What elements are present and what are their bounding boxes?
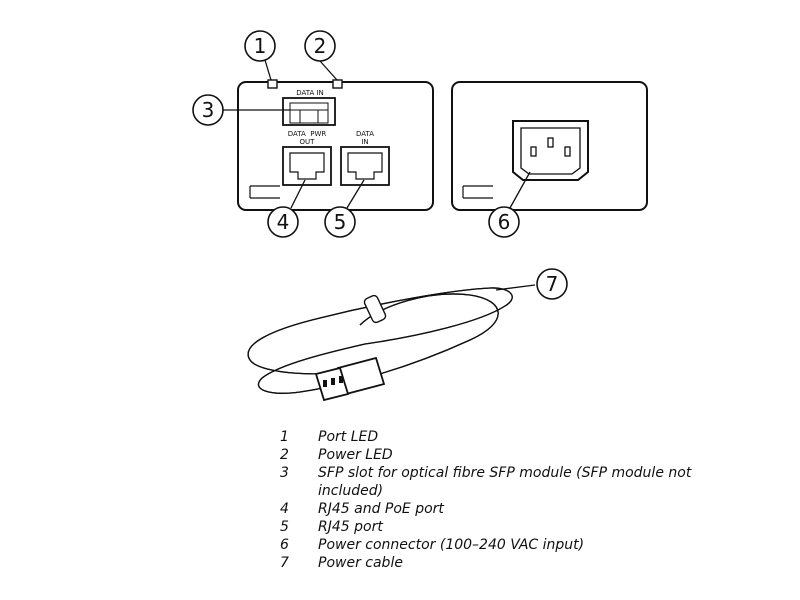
- legend-text: Port LED: [318, 429, 379, 445]
- legend-item: 4 RJ45 and PoE port: [276, 500, 706, 518]
- legend-text: RJ45 port: [318, 519, 383, 535]
- legend-item: 1 Port LED: [276, 428, 706, 446]
- legend-number: 4: [280, 501, 289, 517]
- sfp-data-in-label: DATA IN: [296, 89, 324, 97]
- legend-number: 7: [280, 555, 289, 571]
- svg-text:7: 7: [546, 272, 559, 296]
- legend: 1 Port LED 2 Power LED 3 SFP slot for optic…: [276, 428, 706, 572]
- injector-front-view: DATA IN DATA PWR OUT DATA IN: [237, 79, 434, 211]
- legend-text: RJ45 and PoE port: [318, 501, 444, 517]
- port-led: [267, 79, 278, 89]
- sfp-slot-inner: [289, 102, 329, 124]
- svg-text:2: 2: [314, 34, 327, 58]
- callout-2: 2: [304, 30, 336, 62]
- legend-item: 6 Power connector (100–240 VAC input): [276, 536, 706, 554]
- callout-7: 7: [536, 268, 568, 300]
- legend-text: Power LED: [318, 447, 393, 463]
- legend-text: SFP slot for optical fibre SFP module (S…: [318, 465, 692, 499]
- callout-4: 4: [267, 206, 299, 238]
- legend-text: Power connector (100–240 VAC input): [318, 537, 585, 553]
- port-5-label-bottom: IN: [361, 138, 368, 146]
- svg-text:6: 6: [498, 210, 511, 234]
- svg-text:4: 4: [277, 210, 290, 234]
- device-diagram: DATA IN DATA PWR OUT DATA IN: [192, 30, 648, 402]
- cable-plug: [314, 356, 386, 402]
- legend-number: 1: [280, 429, 289, 445]
- svg-text:3: 3: [202, 98, 215, 122]
- legend-item: 3 SFP slot for optical fibre SFP module (…: [276, 464, 706, 500]
- legend-number: 3: [280, 465, 289, 481]
- callout-3: 3: [192, 94, 224, 126]
- callout-5: 5: [324, 206, 356, 238]
- callout-1: 1: [244, 30, 276, 62]
- rj45-port: [340, 146, 390, 186]
- power-connector: [512, 120, 589, 181]
- legend-number: 5: [280, 519, 289, 535]
- legend-number: 2: [280, 447, 289, 463]
- legend-number: 6: [280, 537, 289, 553]
- legend-text: Power cable: [318, 555, 403, 571]
- power-led: [332, 79, 343, 89]
- power-cable: [247, 287, 513, 402]
- callout-6: 6: [488, 206, 520, 238]
- legend-item: 7 Power cable: [276, 554, 706, 572]
- svg-text:5: 5: [334, 210, 347, 234]
- legend-item: 2 Power LED: [276, 446, 706, 464]
- svg-text:1: 1: [254, 34, 267, 58]
- injector-back-view: [451, 81, 648, 211]
- legend-item: 5 RJ45 port: [276, 518, 706, 536]
- port-4-label-bottom: OUT: [300, 138, 316, 146]
- rj45-poe-port: [282, 146, 332, 186]
- port-5-label-top: DATA: [356, 130, 374, 138]
- port-4-label-top: DATA PWR: [288, 130, 327, 138]
